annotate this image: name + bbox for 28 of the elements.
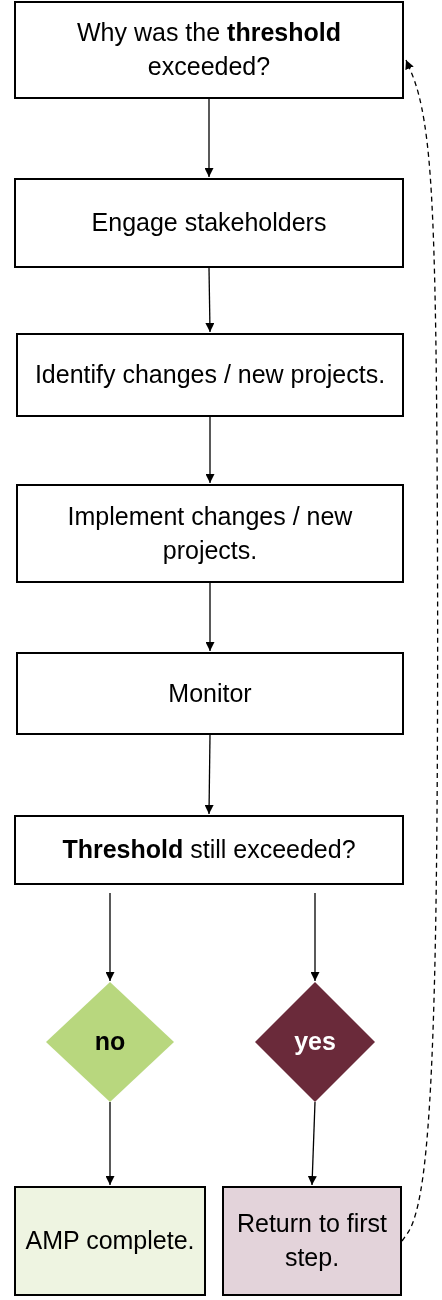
step-text: AMP complete. xyxy=(24,1225,196,1257)
step-text: Return to first step. xyxy=(235,1208,389,1273)
step-text: Engage stakeholders xyxy=(90,207,328,239)
process-box xyxy=(222,1186,402,1296)
arrow xyxy=(310,892,320,982)
process-box xyxy=(14,815,404,885)
arrow xyxy=(401,59,439,1242)
step-text: Why was the threshold exceeded? xyxy=(76,17,342,82)
step-text: Identify changes / new projects. xyxy=(33,359,387,391)
decision-label: yes xyxy=(293,1026,337,1058)
step-text: Threshold still exceeded? xyxy=(61,834,357,866)
arrow xyxy=(204,98,214,178)
arrow xyxy=(105,1101,115,1186)
process-box xyxy=(14,1186,206,1296)
process-box xyxy=(16,484,404,583)
arrow xyxy=(307,1101,317,1186)
step-text: Implement changes / new projects. xyxy=(66,500,354,566)
arrow xyxy=(205,582,215,652)
step-text: Monitor xyxy=(167,677,253,709)
process-box xyxy=(14,1,404,99)
arrow xyxy=(205,416,215,484)
arrow xyxy=(105,892,115,982)
process-box xyxy=(14,178,404,268)
process-box xyxy=(16,652,404,735)
process-box xyxy=(16,333,404,417)
arrow xyxy=(204,734,214,815)
decision-label: no xyxy=(93,1026,127,1058)
arrow xyxy=(205,267,215,333)
